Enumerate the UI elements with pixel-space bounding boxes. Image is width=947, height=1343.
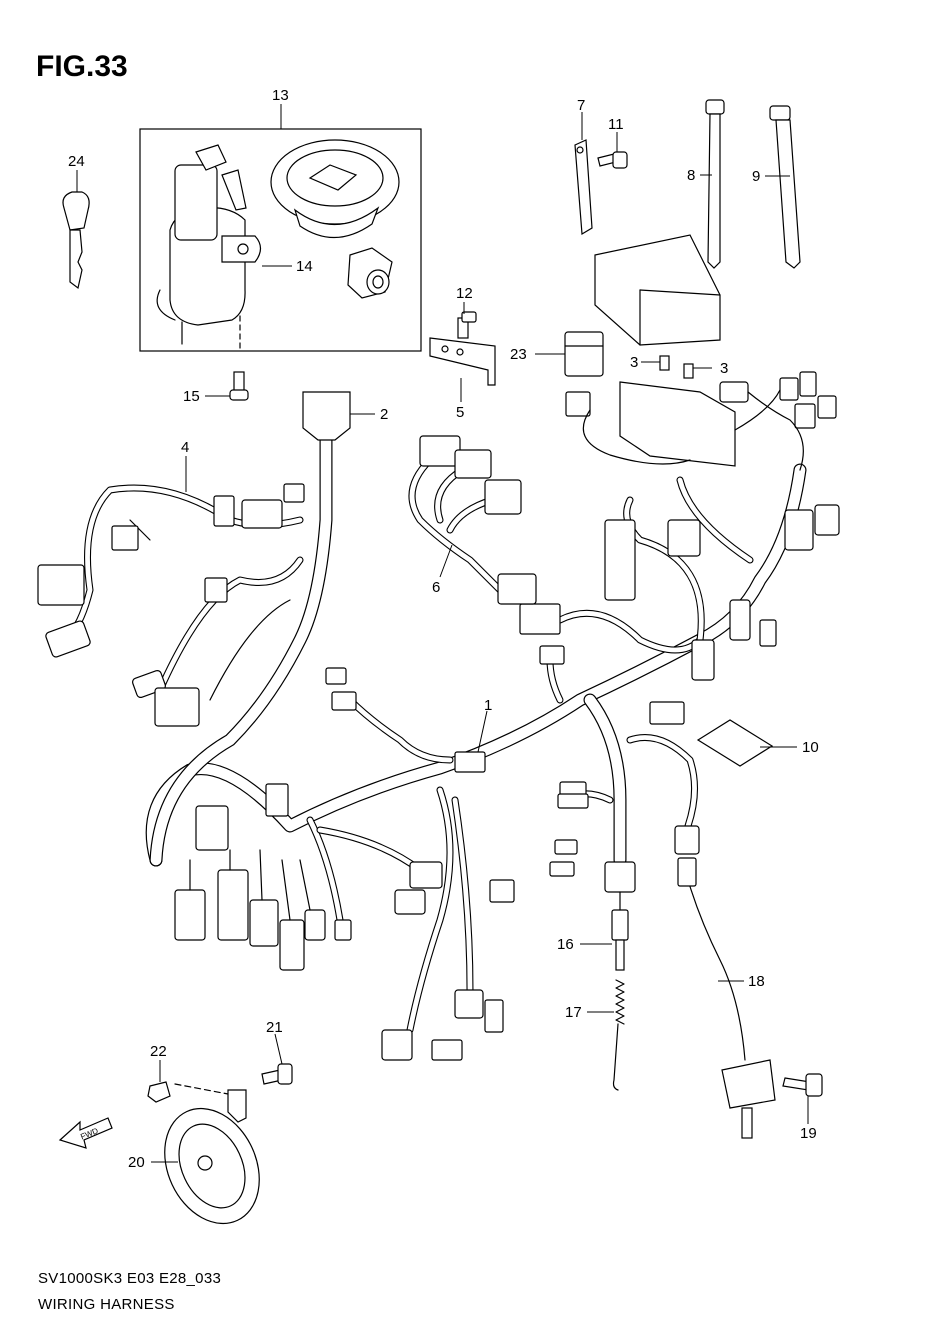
nut-22 (147, 1060, 171, 1103)
bolt-19 (782, 1073, 823, 1124)
ignition-switch (156, 144, 262, 351)
callout-17: 17 (565, 1004, 582, 1021)
callout-10: 10 (802, 739, 819, 756)
bolt-12 (457, 302, 477, 339)
horn-20 (151, 1083, 260, 1225)
cable-tie-9 (765, 105, 801, 269)
bolt-21 (261, 1033, 293, 1085)
callout-19: 19 (800, 1125, 817, 1142)
callout-23: 23 (510, 346, 527, 363)
callout-24: 24 (68, 153, 85, 170)
bracket-7 (574, 112, 593, 236)
callout-7: 7 (577, 97, 585, 114)
sub-harness-6 (408, 435, 537, 605)
key-24 (62, 170, 90, 290)
relay-23 (535, 331, 604, 377)
callout-2: 2 (380, 406, 388, 423)
sub-harness-4 (37, 456, 305, 727)
fuse-3b (683, 363, 712, 379)
screw-15 (205, 371, 249, 401)
callout-13: 13 (272, 87, 289, 104)
callout-14: 14 (296, 258, 313, 275)
seat-lock-cylinder (347, 247, 393, 299)
bracket-5 (429, 337, 496, 402)
figure-title: FIG.33 (36, 50, 128, 83)
sub-harness-2 (149, 391, 375, 867)
callout-5: 5 (456, 404, 464, 421)
model-code: SV1000SK3 E03 E28_033 (38, 1270, 222, 1287)
bolt-11 (597, 132, 628, 169)
callout-8: 8 (687, 167, 695, 184)
callout-15: 15 (183, 388, 200, 405)
cable-tie-8 (700, 99, 725, 269)
fuse-box-cover (594, 234, 721, 346)
main-harness-1 (145, 371, 840, 1061)
callout-16: 16 (557, 936, 574, 953)
fuse-3a (641, 355, 670, 371)
spring-17 (587, 979, 625, 1091)
callout-11: 11 (608, 116, 624, 133)
callout-4: 4 (181, 439, 189, 456)
forward-direction-arrow: FWD (58, 1117, 113, 1149)
callout-3b: 3 (720, 360, 728, 377)
callout-6: 6 (432, 579, 440, 596)
callout-3a: 3 (630, 354, 638, 371)
ignition-kit-group (139, 104, 422, 352)
fuel-cap-lock (270, 139, 400, 239)
rear-brake-switch-16 (580, 891, 629, 971)
section-name: WIRING HARNESS (38, 1296, 175, 1313)
callout-18: 18 (748, 973, 765, 990)
callout-21: 21 (266, 1019, 283, 1036)
side-stand-switch-18 (677, 857, 776, 1139)
label-10 (696, 719, 797, 767)
callout-12: 12 (456, 285, 473, 302)
callout-numbers: 1 2 3 3 4 5 6 7 8 9 10 11 12 13 14 15 16… (68, 87, 819, 1171)
callout-1: 1 (484, 697, 492, 714)
callout-20: 20 (128, 1154, 145, 1171)
callout-22: 22 (150, 1043, 167, 1060)
callout-9: 9 (752, 168, 760, 185)
